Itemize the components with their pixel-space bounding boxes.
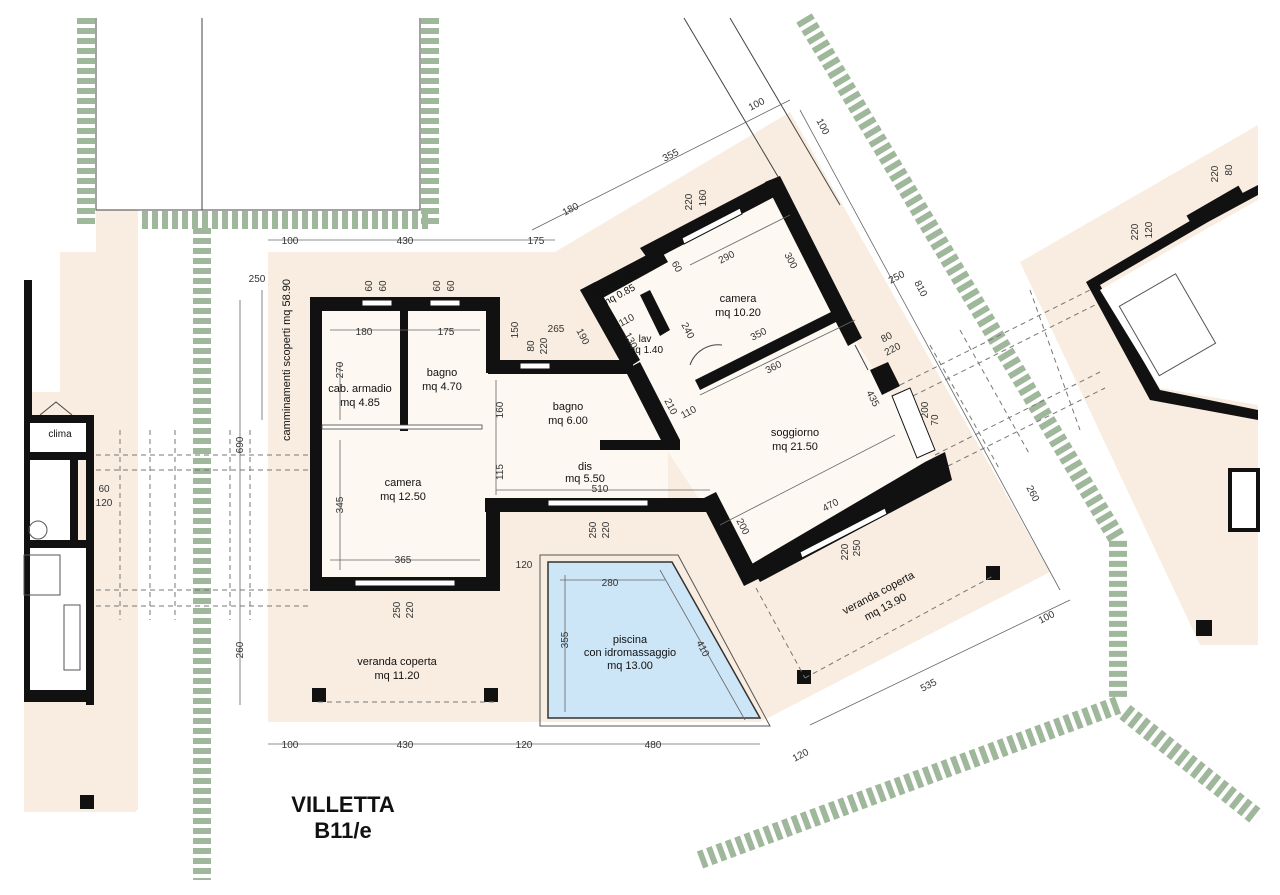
dim-text: 220 xyxy=(601,521,612,538)
dim-text: 180 xyxy=(561,201,581,219)
dim-text: 160 xyxy=(495,401,506,418)
dim-text: 220 xyxy=(405,601,416,618)
dim-text: 160 xyxy=(698,189,709,206)
room-lav-name: lav xyxy=(639,334,652,345)
dim-text: 355 xyxy=(661,147,681,165)
room-clima-name: clima xyxy=(48,429,72,440)
dim-text: 260 xyxy=(1023,484,1041,504)
dim-text: 220 xyxy=(684,193,695,210)
dim-text: 100 xyxy=(282,740,299,751)
dim-text: 535 xyxy=(919,677,939,695)
villa-walls xyxy=(310,176,1000,703)
room-camera-2-area: mq 10.20 xyxy=(715,307,761,319)
road-lines xyxy=(95,17,841,211)
dim-text: 100 xyxy=(282,236,299,247)
dim-text: 100 xyxy=(813,117,831,137)
room-camera-1-name: camera xyxy=(385,477,423,489)
room-soggiorno-name: soggiorno xyxy=(771,427,819,439)
dim-text: 355 xyxy=(560,631,571,648)
dim-text: 175 xyxy=(528,236,545,247)
dim-text: 345 xyxy=(335,496,346,513)
dim-text: 270 xyxy=(335,361,346,378)
room-dis-area: mq 5.50 xyxy=(565,473,605,485)
room-bagno-1-area: mq 4.70 xyxy=(422,381,462,393)
title-line1: VILLETTA xyxy=(291,792,395,817)
hedges xyxy=(77,13,1264,880)
neighbour-left xyxy=(23,280,94,809)
dim-text: 250 xyxy=(249,274,266,285)
dim-text: 120 xyxy=(96,498,113,509)
dim-text: 810 xyxy=(911,279,929,299)
dim-text: 480 xyxy=(645,740,662,751)
dim-text: 180 xyxy=(356,327,373,338)
dim-text: 510 xyxy=(592,484,609,495)
dim-text: 120 xyxy=(516,560,533,571)
dim-text: 70 xyxy=(930,414,941,426)
dim-text: 250 xyxy=(588,521,599,538)
dim-text: 265 xyxy=(548,324,565,335)
dim-text: 100 xyxy=(747,96,767,114)
dim-text: 365 xyxy=(395,555,412,566)
room-cab-armadio-area: mq 4.85 xyxy=(340,397,380,409)
neighbour-right xyxy=(1086,185,1260,636)
room-piscina-name2: con idromassaggio xyxy=(584,647,676,659)
room-bagno-1-name: bagno xyxy=(427,367,458,379)
dim-text: 80 xyxy=(879,330,894,345)
dim-text: 120 xyxy=(1144,221,1155,238)
dim-text: 250 xyxy=(887,269,907,287)
dim-text: 250 xyxy=(852,539,863,556)
pergola-lines xyxy=(96,289,1106,620)
title-line2: B11/e xyxy=(314,818,372,843)
dim-text: 220 xyxy=(539,337,550,354)
room-bagno-2-name: bagno xyxy=(553,401,584,413)
room-soggiorno-area: mq 21.50 xyxy=(772,441,818,453)
dim-text: 175 xyxy=(438,327,455,338)
dim-text: 60 xyxy=(378,280,389,292)
dim-text: 280 xyxy=(602,578,619,589)
room-camera-2-name: camera xyxy=(720,293,758,305)
dim-text: 220 xyxy=(1210,165,1221,182)
dim-text: 220 xyxy=(840,543,851,560)
dim-text: 120 xyxy=(516,740,533,751)
room-lav-area: mq 1.40 xyxy=(627,345,664,356)
dim-text: 430 xyxy=(397,236,414,247)
room-piscina-area: mq 13.00 xyxy=(607,660,653,672)
dim-text: 60 xyxy=(669,259,684,274)
room-veranda-1-area: mq 11.20 xyxy=(374,670,419,682)
villa-interior xyxy=(318,195,940,727)
dim-text: 80 xyxy=(1224,164,1235,176)
dim-text: 690 xyxy=(235,436,246,453)
dim-text: 250 xyxy=(392,601,403,618)
plan-title: VILLETTA B11/e xyxy=(291,792,395,843)
room-piscina-name: piscina xyxy=(613,634,648,646)
dim-text: 60 xyxy=(364,280,375,292)
dim-text: 430 xyxy=(397,740,414,751)
room-camera-1-area: mq 12.50 xyxy=(380,491,426,503)
room-dis-name: dis xyxy=(578,461,593,473)
camminamenti-label: camminamenti scoperti mq 58.90 xyxy=(281,279,293,441)
dim-text: 115 xyxy=(495,464,506,480)
dimension-lines xyxy=(239,99,1071,745)
dim-text: 100 xyxy=(1037,609,1057,627)
dimension-texts: 100 430 175 180 355 100 100 250 60 60 60… xyxy=(96,96,1235,765)
dim-text: 60 xyxy=(432,280,443,292)
room-veranda-1-name: veranda coperta xyxy=(357,656,437,668)
dim-text: 150 xyxy=(510,321,521,338)
room-cab-armadio-name: cab. armadio xyxy=(328,383,392,395)
dim-text: 60 xyxy=(446,280,457,292)
dim-text: 60 xyxy=(98,484,110,495)
dim-text: 120 xyxy=(791,747,811,765)
dim-text: 220 xyxy=(1130,223,1141,240)
dim-text: 260 xyxy=(235,641,246,658)
dim-text: 200 xyxy=(920,401,931,418)
room-bagno-2-area: mq 6.00 xyxy=(548,415,588,427)
dim-text: 80 xyxy=(526,340,537,352)
